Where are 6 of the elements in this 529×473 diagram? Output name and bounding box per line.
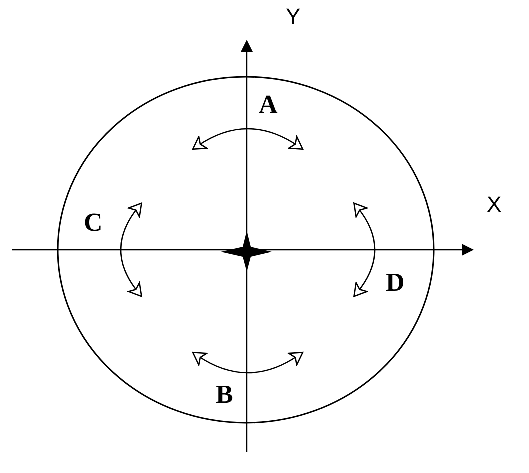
rotation-label: D — [386, 270, 405, 296]
rotation-label: A — [259, 92, 278, 118]
axis-label: X — [487, 194, 502, 216]
rotation-label: B — [216, 382, 234, 408]
axis-label: Y — [286, 6, 301, 28]
rotation-label: C — [84, 210, 103, 236]
